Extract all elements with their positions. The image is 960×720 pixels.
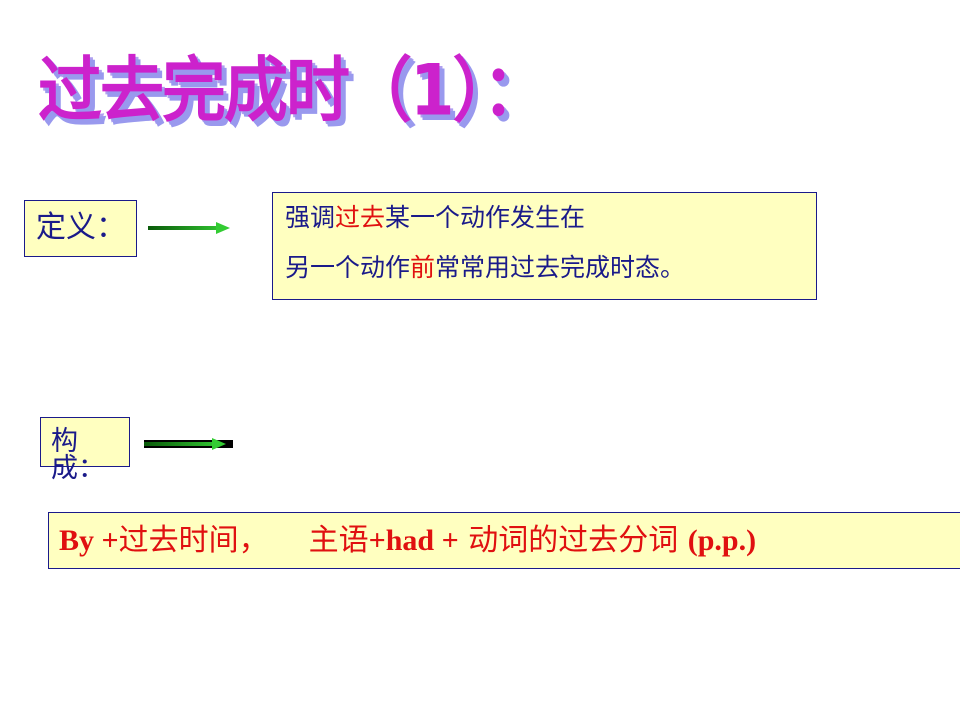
definition-label-box: 定义：: [24, 200, 137, 257]
definition-box: 强调过去某一个动作发生在 另一个动作前常常用过去完成时态。: [272, 192, 817, 300]
structure-label: 构成：: [51, 426, 105, 484]
definition-line-2: 另一个动作前常常用过去完成时态。: [273, 243, 816, 293]
emphasis-text: 过去: [335, 203, 386, 232]
text: +had +: [368, 524, 459, 557]
emphasis-text: 前: [410, 253, 436, 282]
text: 强调: [285, 203, 336, 232]
definition-label: 定义：: [36, 210, 126, 245]
text: 过去时间，: [118, 523, 269, 558]
arrow-right-icon: [144, 438, 233, 450]
formula: By +过去时间， 主语+had + 动词的过去分词 (p.p.): [49, 513, 960, 569]
text: 另一个动作: [285, 253, 411, 282]
definition-line-1: 强调过去某一个动作发生在: [273, 193, 816, 243]
slide-title: 过去完成时（1）：: [38, 50, 547, 132]
text: (p.p.): [687, 524, 757, 557]
text: 主语: [308, 523, 369, 558]
arrow-right-icon: [148, 222, 230, 234]
text: 常常用过去完成时态。: [435, 253, 686, 282]
text: By +: [59, 524, 119, 557]
structure-label-box: 构成：: [40, 417, 130, 482]
text: 某一个动作发生在: [385, 203, 586, 232]
text: 动词的过去分词: [458, 523, 688, 558]
formula-box: By +过去时间， 主语+had + 动词的过去分词 (p.p.): [48, 512, 960, 569]
